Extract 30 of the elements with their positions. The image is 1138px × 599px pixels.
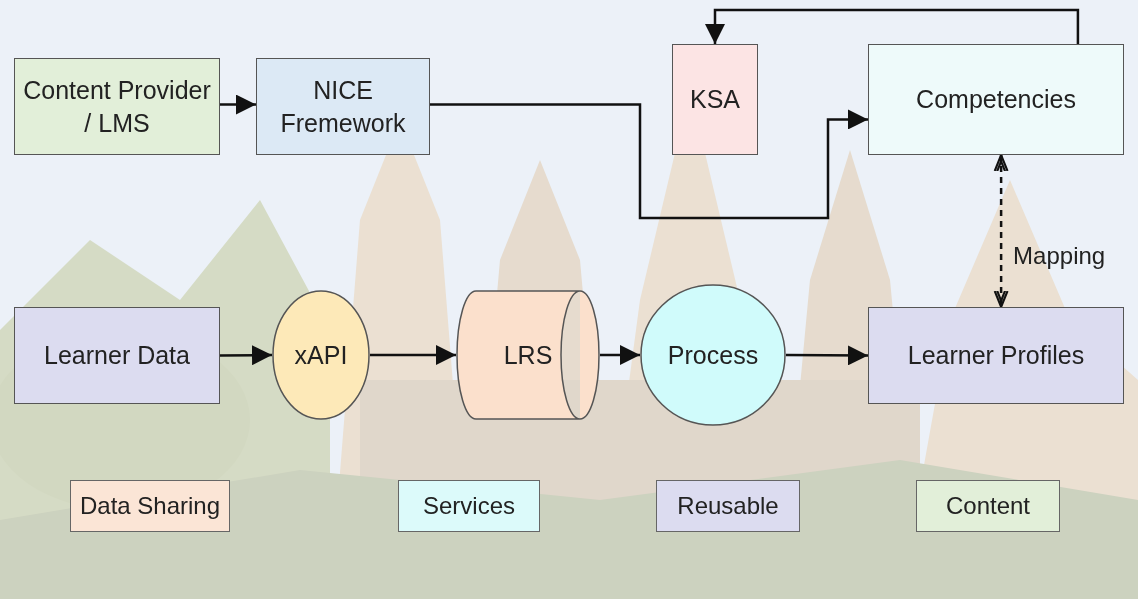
arrow	[786, 345, 868, 366]
ellipse-node	[640, 284, 786, 426]
process-box	[868, 44, 1124, 155]
legend-label: Data Sharing	[79, 492, 221, 520]
arrow	[220, 94, 256, 115]
node-label: Content Provider / LMS	[22, 75, 212, 139]
process-box	[672, 44, 758, 155]
legend-label: Content	[945, 492, 1031, 520]
node-label: NICE Fremework	[279, 75, 407, 139]
arrow	[430, 103, 868, 220]
node-label: Process	[666, 339, 760, 371]
node-label: Competencies	[915, 84, 1077, 116]
arrow	[600, 345, 640, 365]
arrow	[220, 345, 272, 366]
process-box	[14, 58, 220, 155]
arrow	[370, 345, 456, 365]
legend-label: Services	[423, 492, 515, 520]
legend-label: Reusable	[677, 492, 779, 520]
node-label: xAPI	[293, 339, 349, 371]
cylinder-node	[456, 290, 600, 420]
node-label: KSA	[689, 84, 741, 116]
ellipse-node	[272, 290, 370, 420]
arrow	[705, 8, 1080, 44]
node-label: LRS	[502, 339, 554, 371]
edge-label: Mapping	[1013, 242, 1106, 270]
process-box	[868, 307, 1124, 404]
node-label: Learner Profiles	[906, 340, 1086, 372]
node-label: Learner Data	[43, 340, 191, 372]
process-box	[256, 58, 430, 155]
process-box	[14, 307, 220, 404]
